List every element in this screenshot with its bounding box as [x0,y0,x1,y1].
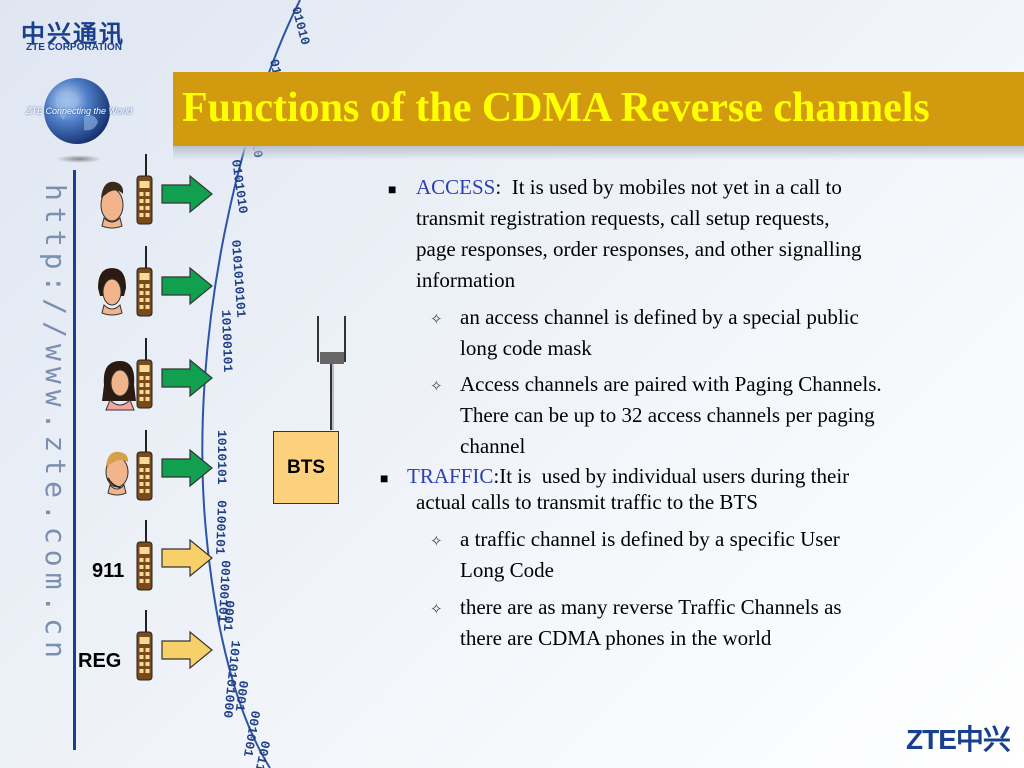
person-woman-long-hair-icon [102,361,136,411]
globe-shadow [56,155,102,163]
globe-caption: ZTE Connecting the World [25,106,133,116]
bts-box: BTS [273,431,339,504]
traffic-paragraph-line-1: TRAFFIC:It is used by individual users d… [407,461,849,492]
traffic-subpoint-2-line-2: there are CDMA phones in the world [460,626,772,650]
traffic-bullet: ■ [380,461,388,495]
slide-title: Functions of the CDMA Reverse channels [182,85,930,131]
traffic-arrow-icon [161,358,213,398]
access-keyword: ACCESS [416,175,496,199]
access-text-line-1: It is used by mobiles not yet in a call … [511,175,842,199]
binary-digits-text: 0100101 [212,500,229,555]
person-headset-icon [105,451,129,496]
special-arrow-icon [161,630,213,670]
traffic-keyword: TRAFFIC [407,464,494,488]
binary-digits-text: 10100101 [218,310,235,373]
traffic-arrow-icon [161,266,213,306]
special-arrow-icon [161,538,213,578]
access-bullet: ■ [388,172,396,206]
mobile-phone-icon [136,154,153,225]
mobile-phone-icon [136,520,153,591]
traffic-arrow-icon [161,448,213,488]
traffic-subpoint-1-line-2: Long Code [460,558,554,582]
mobile-phone-icon [136,338,153,409]
person-man-icon [100,181,124,229]
logo-chinese-text: 中兴通讯 [21,21,125,48]
access-subpoint-2-line-3: channel [460,434,526,458]
traffic-arrow-icon [161,174,213,214]
bts-antenna-icon [317,316,346,430]
traffic-subpoint-1-line-1: a traffic channel is defined by a specif… [460,527,840,551]
diamond-bullet-icon: ✧ [430,534,443,550]
access-separator: : [495,175,512,199]
traffic-separator: : [493,464,500,488]
access-text-line-4: information [416,268,516,292]
access-text-line-2: transmit registration requests, call set… [416,206,830,230]
binary-digits-text: 1010101 [214,430,229,485]
vertical-url-text: http://www.zte.com.cn [39,184,72,664]
svg-text:http://www.zte.com.cn: http://www.zte.com.cn [39,184,72,664]
access-subpoint-1-line-2: long code mask [460,336,592,360]
binary-digits-text: 00100101 [215,560,233,623]
mobile-phone-icon [136,246,153,317]
logo-english-text: ZTE CORPORATION [26,42,122,53]
access-subpoint-2-line-1: Access channels are paired with Paging C… [460,372,882,396]
mobile-phone-icon [136,430,153,501]
person-woman-icon [98,268,126,316]
diamond-bullet-icon: ✧ [430,379,443,395]
access-subpoint-2: Access channels are paired with Paging C… [460,369,882,462]
binary-digits-text: 0101010101 [228,239,248,318]
traffic-paragraph-line-2: actual calls to transmit traffic to the … [416,487,758,518]
left-divider-line [73,170,76,750]
title-bar [173,72,1024,146]
square-bullet-icon: ■ [380,472,389,487]
traffic-subpoint-2: there are as many reverse Traffic Channe… [460,592,842,654]
registration-label: REG [78,650,122,672]
traffic-sub-bullet-2: ✧ [430,592,443,626]
binary-digits-text: 0001 [232,679,251,712]
binary-digits-text: 0001 [220,600,237,632]
emergency-label: 911 [92,560,125,582]
access-paragraph: ACCESS: It is used by mobiles not yet in… [416,172,1006,296]
access-subpoint-1: an access channel is defined by a specia… [460,302,859,364]
title-bar-shadow [173,146,1024,160]
traffic-text-line-1: It is used by individual users during th… [499,464,850,488]
access-text-line-3: page responses, order responses, and oth… [416,237,862,261]
access-sub-bullet-2: ✧ [430,369,443,403]
square-bullet-icon: ■ [388,183,397,198]
traffic-sub-bullet-1: ✧ [430,524,443,558]
access-subpoint-1-line-1: an access channel is defined by a specia… [460,305,859,329]
globe-icon [44,78,110,144]
traffic-subpoint-2-line-1: there are as many reverse Traffic Channe… [460,595,842,619]
access-subpoint-2-line-2: There can be up to 32 access channels pe… [460,403,875,427]
diamond-bullet-icon: ✧ [430,312,443,328]
mobile-phone-icon [136,610,153,681]
traffic-text-line-2: actual calls to transmit traffic to the … [416,490,758,514]
footer-zte-logo: ZTE中兴 [906,724,1011,755]
diamond-bullet-icon: ✧ [430,602,443,618]
traffic-subpoint-1: a traffic channel is defined by a specif… [460,524,840,586]
access-sub-bullet-1: ✧ [430,302,443,336]
